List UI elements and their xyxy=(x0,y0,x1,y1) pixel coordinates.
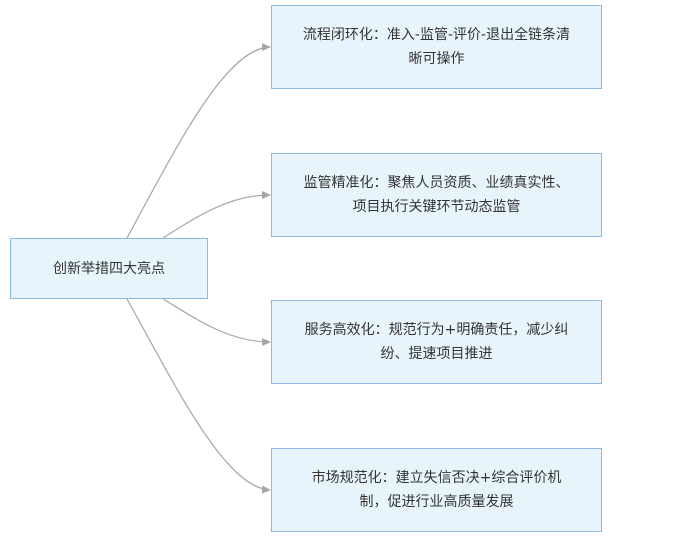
leaf-node-label: 服务高效化：规范行为+明确责任，减少纠纷、提速项目推进 xyxy=(304,322,569,362)
leaf-node-efficient-service[interactable]: 服务高效化：规范行为+明确责任，减少纠纷、提速项目推进 xyxy=(271,300,602,384)
leaf-node-label: 流程闭环化：准入-监管-评价-退出全链条清晰可操作 xyxy=(302,27,571,67)
edge-to-leaf-2 xyxy=(162,191,271,239)
root-node-label: 创新举措四大亮点 xyxy=(53,260,165,277)
leaf-node-label: 市场规范化：建立失信否决+综合评价机制，促进行业高质量发展 xyxy=(311,470,562,510)
edge-to-leaf-3 xyxy=(162,298,271,346)
edge-to-leaf-1 xyxy=(126,43,271,239)
leaf-node-process-closed-loop[interactable]: 流程闭环化：准入-监管-评价-退出全链条清晰可操作 xyxy=(271,5,602,89)
root-node[interactable]: 创新举措四大亮点 xyxy=(10,238,208,299)
leaf-node-label: 监管精准化：聚焦人员资质、业绩真实性、项目执行关键环节动态监管 xyxy=(303,175,570,215)
leaf-node-market-standardization[interactable]: 市场规范化：建立失信否决+综合评价机制，促进行业高质量发展 xyxy=(271,448,602,532)
leaf-node-precise-supervision[interactable]: 监管精准化：聚焦人员资质、业绩真实性、项目执行关键环节动态监管 xyxy=(271,153,602,237)
edge-to-leaf-4 xyxy=(126,298,271,494)
